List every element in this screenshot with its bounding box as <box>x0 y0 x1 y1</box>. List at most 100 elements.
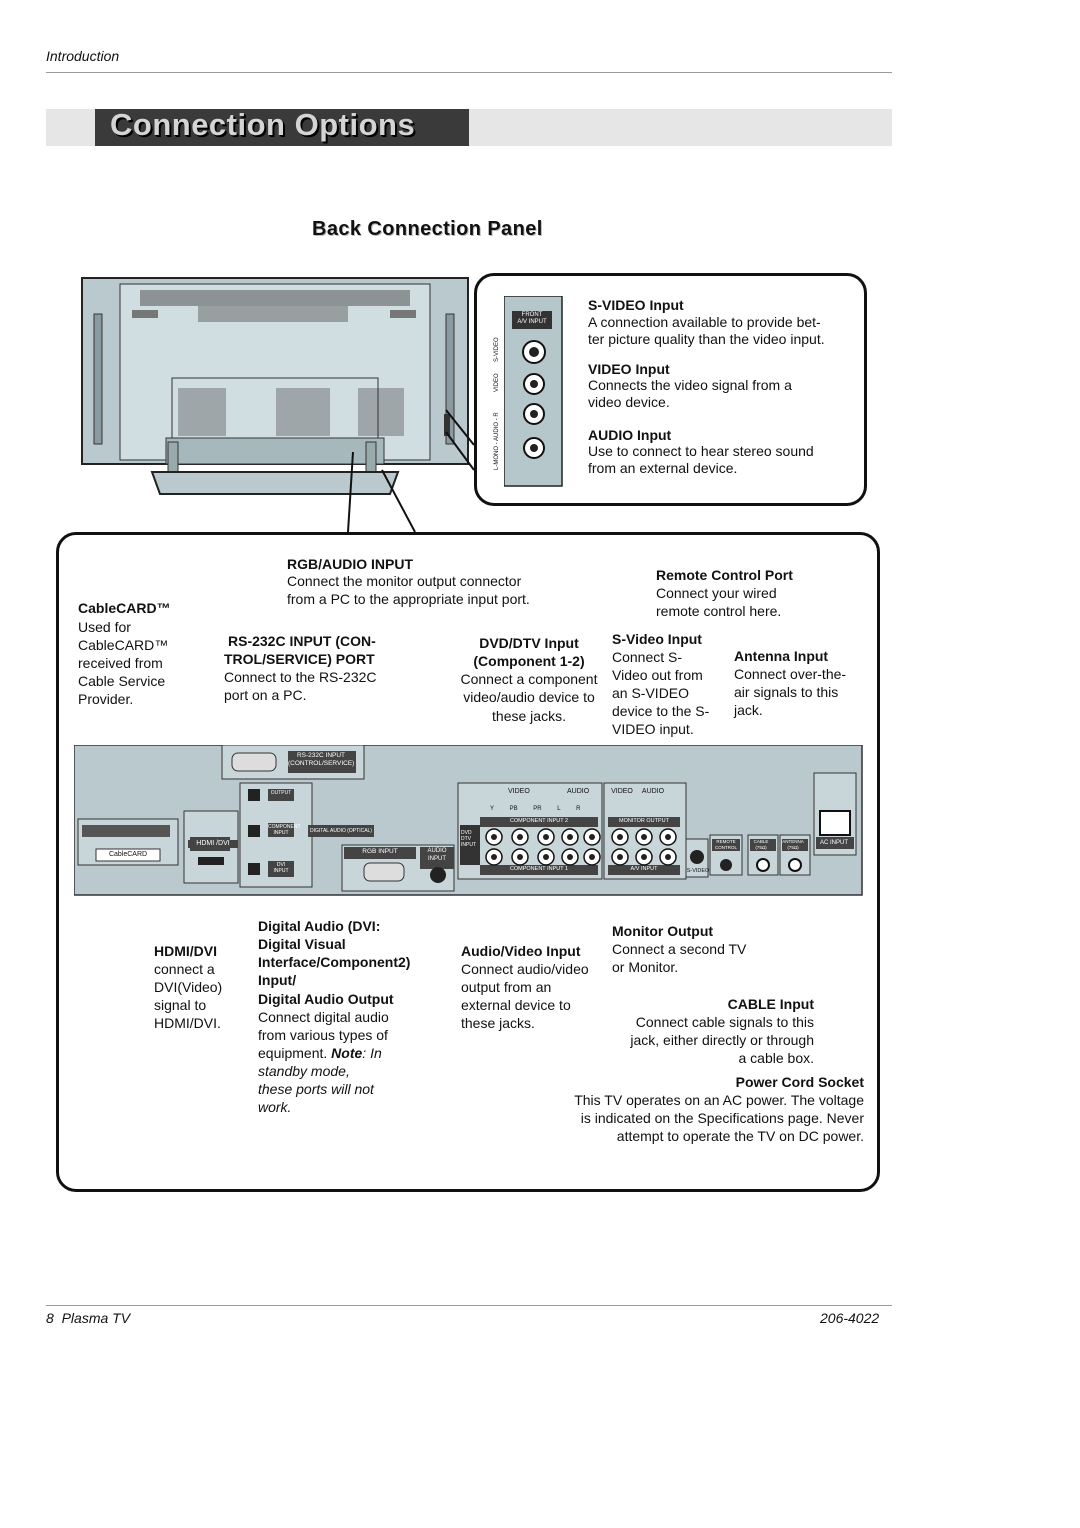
doc-number: 206-4022 <box>820 1310 880 1326</box>
panel-cable-label: CABLE(75Ω) <box>753 839 769 850</box>
rgb-audio-desc-2: from a PC to the appropriate input port. <box>287 591 530 607</box>
section-label: Introduction <box>46 48 120 64</box>
digital-audio-title-4: Input/ <box>258 972 297 988</box>
page-title: Connection Options <box>110 107 416 142</box>
panel-monitor-output-label: MONITOR OUTPUT <box>618 818 669 824</box>
svideo-rear-desc-5: VIDEO input. <box>612 721 694 737</box>
front-svideo-side-label: S-VIDEO <box>494 337 500 362</box>
back-panel-illustration <box>74 745 863 896</box>
tv-back-illustration <box>81 277 469 495</box>
panel-av-input-label: A/V INPUT <box>630 866 658 872</box>
rs232-title-1: RS-232C INPUT (CON- <box>228 633 376 649</box>
antenna-desc-3: jack. <box>734 702 763 718</box>
hdmi-dvi-title: HDMI/DVI <box>154 943 217 959</box>
hdmi-dvi-desc-2: DVI(Video) <box>154 979 223 995</box>
digital-audio-note-2: these ports will not <box>258 1081 374 1097</box>
digital-audio-note-3: work. <box>258 1099 292 1115</box>
dvd-dtv-title-1: DVD/DTV Input <box>479 635 579 651</box>
video-input-desc-2: video device. <box>588 394 670 410</box>
av-input-desc-1: Connect audio/video <box>461 961 589 977</box>
dvd-dtv-desc-2: video/audio device to <box>463 689 595 705</box>
rs232-title-2: TROL/SERVICE) PORT <box>224 651 375 667</box>
title-box <box>95 109 469 146</box>
dvd-dtv-desc-1: Connect a component <box>460 671 598 687</box>
video-input-title: VIDEO Input <box>588 361 670 377</box>
svideo-input-desc-1: A connection available to provide bet- <box>588 314 821 330</box>
cablecard-desc-5: Provider. <box>78 691 134 707</box>
footer-left: 8 Plasma TV <box>46 1310 130 1326</box>
power-socket-desc-3: attempt to operate the TV on DC power. <box>616 1128 864 1144</box>
av-input-title: Audio/Video Input <box>461 943 581 959</box>
panel-cablecard-label: CableCARD <box>108 851 148 858</box>
power-socket-title: Power Cord Socket <box>735 1074 864 1090</box>
av-input-desc-3: external device to <box>461 997 571 1013</box>
svideo-rear-desc-2: Video out from <box>612 667 703 683</box>
monitor-output-desc-1: Connect a second TV <box>612 941 747 957</box>
svideo-rear-title: S-Video Input <box>612 631 702 647</box>
front-av-panel-illustration <box>504 296 563 487</box>
hdmi-dvi-desc-3: signal to <box>154 997 207 1013</box>
footer-rule <box>46 1305 892 1306</box>
cable-input-title: CABLE Input <box>727 996 814 1012</box>
section-subtitle: Back Connection Panel <box>312 218 543 240</box>
digital-audio-title-3: Interface/Component2) <box>258 954 411 970</box>
digital-audio-title-2: Digital Visual <box>258 936 346 952</box>
dvd-dtv-title-2: (Component 1-2) <box>473 653 585 669</box>
video-input-desc-1: Connects the video signal from a <box>588 377 792 393</box>
panel-digital-audio-optical-label: DIGITAL AUDIO (OPTICAL) <box>310 828 372 834</box>
audio-input-desc-2: from an external device. <box>588 460 738 476</box>
svideo-input-title: S-VIDEO Input <box>588 297 684 313</box>
antenna-title: Antenna Input <box>734 648 829 664</box>
digital-audio-desc-2: from various types of <box>258 1027 388 1043</box>
panel-component-input-1-label: COMPONENT INPUT 1 <box>509 866 569 872</box>
digital-audio-desc-1: Connect digital audio <box>258 1009 389 1025</box>
panel-rs232-label: RS-232C INPUT(CONTROL/SERVICE) <box>288 752 355 767</box>
cable-input-desc-2: jack, either directly or through <box>630 1032 814 1048</box>
power-socket-desc-1: This TV operates on an AC power. The vol… <box>574 1092 864 1108</box>
panel-ac-input-label: AC INPUT <box>819 840 848 846</box>
cablecard-desc-1: Used for <box>78 619 131 635</box>
remote-desc-2: remote control here. <box>656 603 782 619</box>
digital-audio-desc-3: equipment. Note: In <box>258 1045 382 1061</box>
panel-output-label: OUTPUT <box>270 790 292 796</box>
hdmi-dvi-desc-1: connect a <box>154 961 215 977</box>
antenna-desc-2: air signals to this <box>734 684 839 700</box>
cablecard-desc-3: received from <box>78 655 163 671</box>
svideo-input-desc-2: ter picture quality than the video input… <box>588 331 825 347</box>
panel-component-input-2-label: COMPONENT INPUT 2 <box>509 818 569 824</box>
rgb-audio-title: RGB/AUDIO INPUT <box>287 556 413 572</box>
panel-antenna-label: ANTENNA(75Ω) <box>782 839 804 850</box>
panel-ypbpr-labels: Y PB PR L R <box>490 806 581 812</box>
av-input-desc-2: output from an <box>461 979 552 995</box>
audio-input-desc-1: Use to connect to hear stereo sound <box>588 443 814 459</box>
panel-svideo-label: S-VIDEO <box>686 868 710 874</box>
page-number: 8 <box>46 1310 54 1326</box>
cablecard-title: CableCARD™ <box>78 600 171 616</box>
cable-input-desc-3: a cable box. <box>738 1050 815 1066</box>
cablecard-desc-2: CableCARD™ <box>78 637 169 653</box>
hdmi-dvi-desc-4: HDMI/DVI. <box>154 1015 221 1031</box>
monitor-output-title: Monitor Output <box>612 923 714 939</box>
cablecard-desc-4: Cable Service <box>78 673 166 689</box>
av-input-desc-4: these jacks. <box>461 1015 535 1031</box>
rgb-audio-desc-1: Connect the monitor output connector <box>287 573 522 589</box>
digital-audio-note-1: standby mode, <box>258 1063 350 1079</box>
svideo-rear-desc-4: device to the S- <box>612 703 710 719</box>
audio-input-title: AUDIO Input <box>588 427 672 443</box>
rs232-desc-2: port on a PC. <box>224 687 307 703</box>
monitor-output-desc-2: or Monitor. <box>612 959 679 975</box>
digital-audio-title-5: Digital Audio Output <box>258 991 394 1007</box>
remote-desc-1: Connect your wired <box>656 585 777 601</box>
panel-video2-label: VIDEO <box>611 788 633 795</box>
digital-audio-title-1: Digital Audio (DVI: <box>258 918 381 934</box>
svideo-rear-desc-1: Connect S- <box>612 649 683 665</box>
dvd-dtv-desc-3: these jacks. <box>492 708 566 724</box>
front-video-side-label: VIDEO <box>494 373 500 392</box>
front-audio-side-label: L-MONO - AUDIO - R <box>494 412 500 470</box>
